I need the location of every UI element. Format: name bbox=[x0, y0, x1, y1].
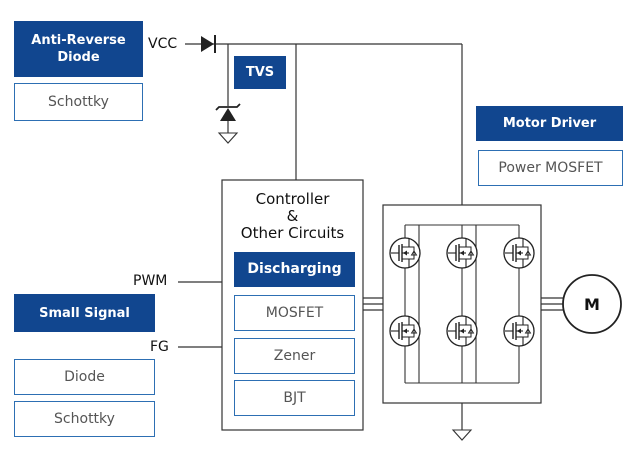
mosfet-icon bbox=[446, 237, 478, 269]
motor-driver-title: Motor Driver bbox=[476, 106, 623, 141]
power-mosfet-option: Power MOSFET bbox=[478, 150, 623, 186]
ground-icon bbox=[451, 429, 473, 441]
discharging-mosfet-option: MOSFET bbox=[234, 295, 355, 331]
vcc-pin-label: VCC bbox=[148, 36, 178, 52]
controller-title-line: & bbox=[286, 207, 299, 225]
small-signal-schottky-option: Schottky bbox=[14, 401, 155, 437]
ground-icon bbox=[217, 132, 239, 144]
discharging-zener-option: Zener bbox=[234, 338, 355, 374]
diode-icon bbox=[201, 35, 216, 53]
motor-icon bbox=[562, 274, 622, 334]
small-signal-title: Small Signal bbox=[14, 294, 155, 332]
tvs-title: TVS bbox=[234, 56, 286, 89]
mosfet-icon bbox=[503, 315, 535, 347]
pwm-pin-label: PWM bbox=[133, 273, 168, 289]
tvs-diode-icon bbox=[215, 103, 241, 121]
small-signal-diode-option: Diode bbox=[14, 359, 155, 395]
controller-title: Controller & Other Circuits bbox=[222, 191, 363, 242]
anti-reverse-schottky-option: Schottky bbox=[14, 83, 143, 121]
discharging-bjt-option: BJT bbox=[234, 380, 355, 416]
fg-pin-label: FG bbox=[150, 339, 169, 355]
motor-label: M bbox=[584, 295, 600, 314]
mosfet-icon bbox=[389, 315, 421, 347]
mosfet-icon bbox=[446, 315, 478, 347]
controller-title-line: Other Circuits bbox=[240, 224, 345, 242]
controller-title-line: Controller bbox=[255, 190, 330, 208]
discharging-title: Discharging bbox=[234, 252, 355, 287]
mosfet-icon bbox=[389, 237, 421, 269]
mosfet-icon bbox=[503, 237, 535, 269]
